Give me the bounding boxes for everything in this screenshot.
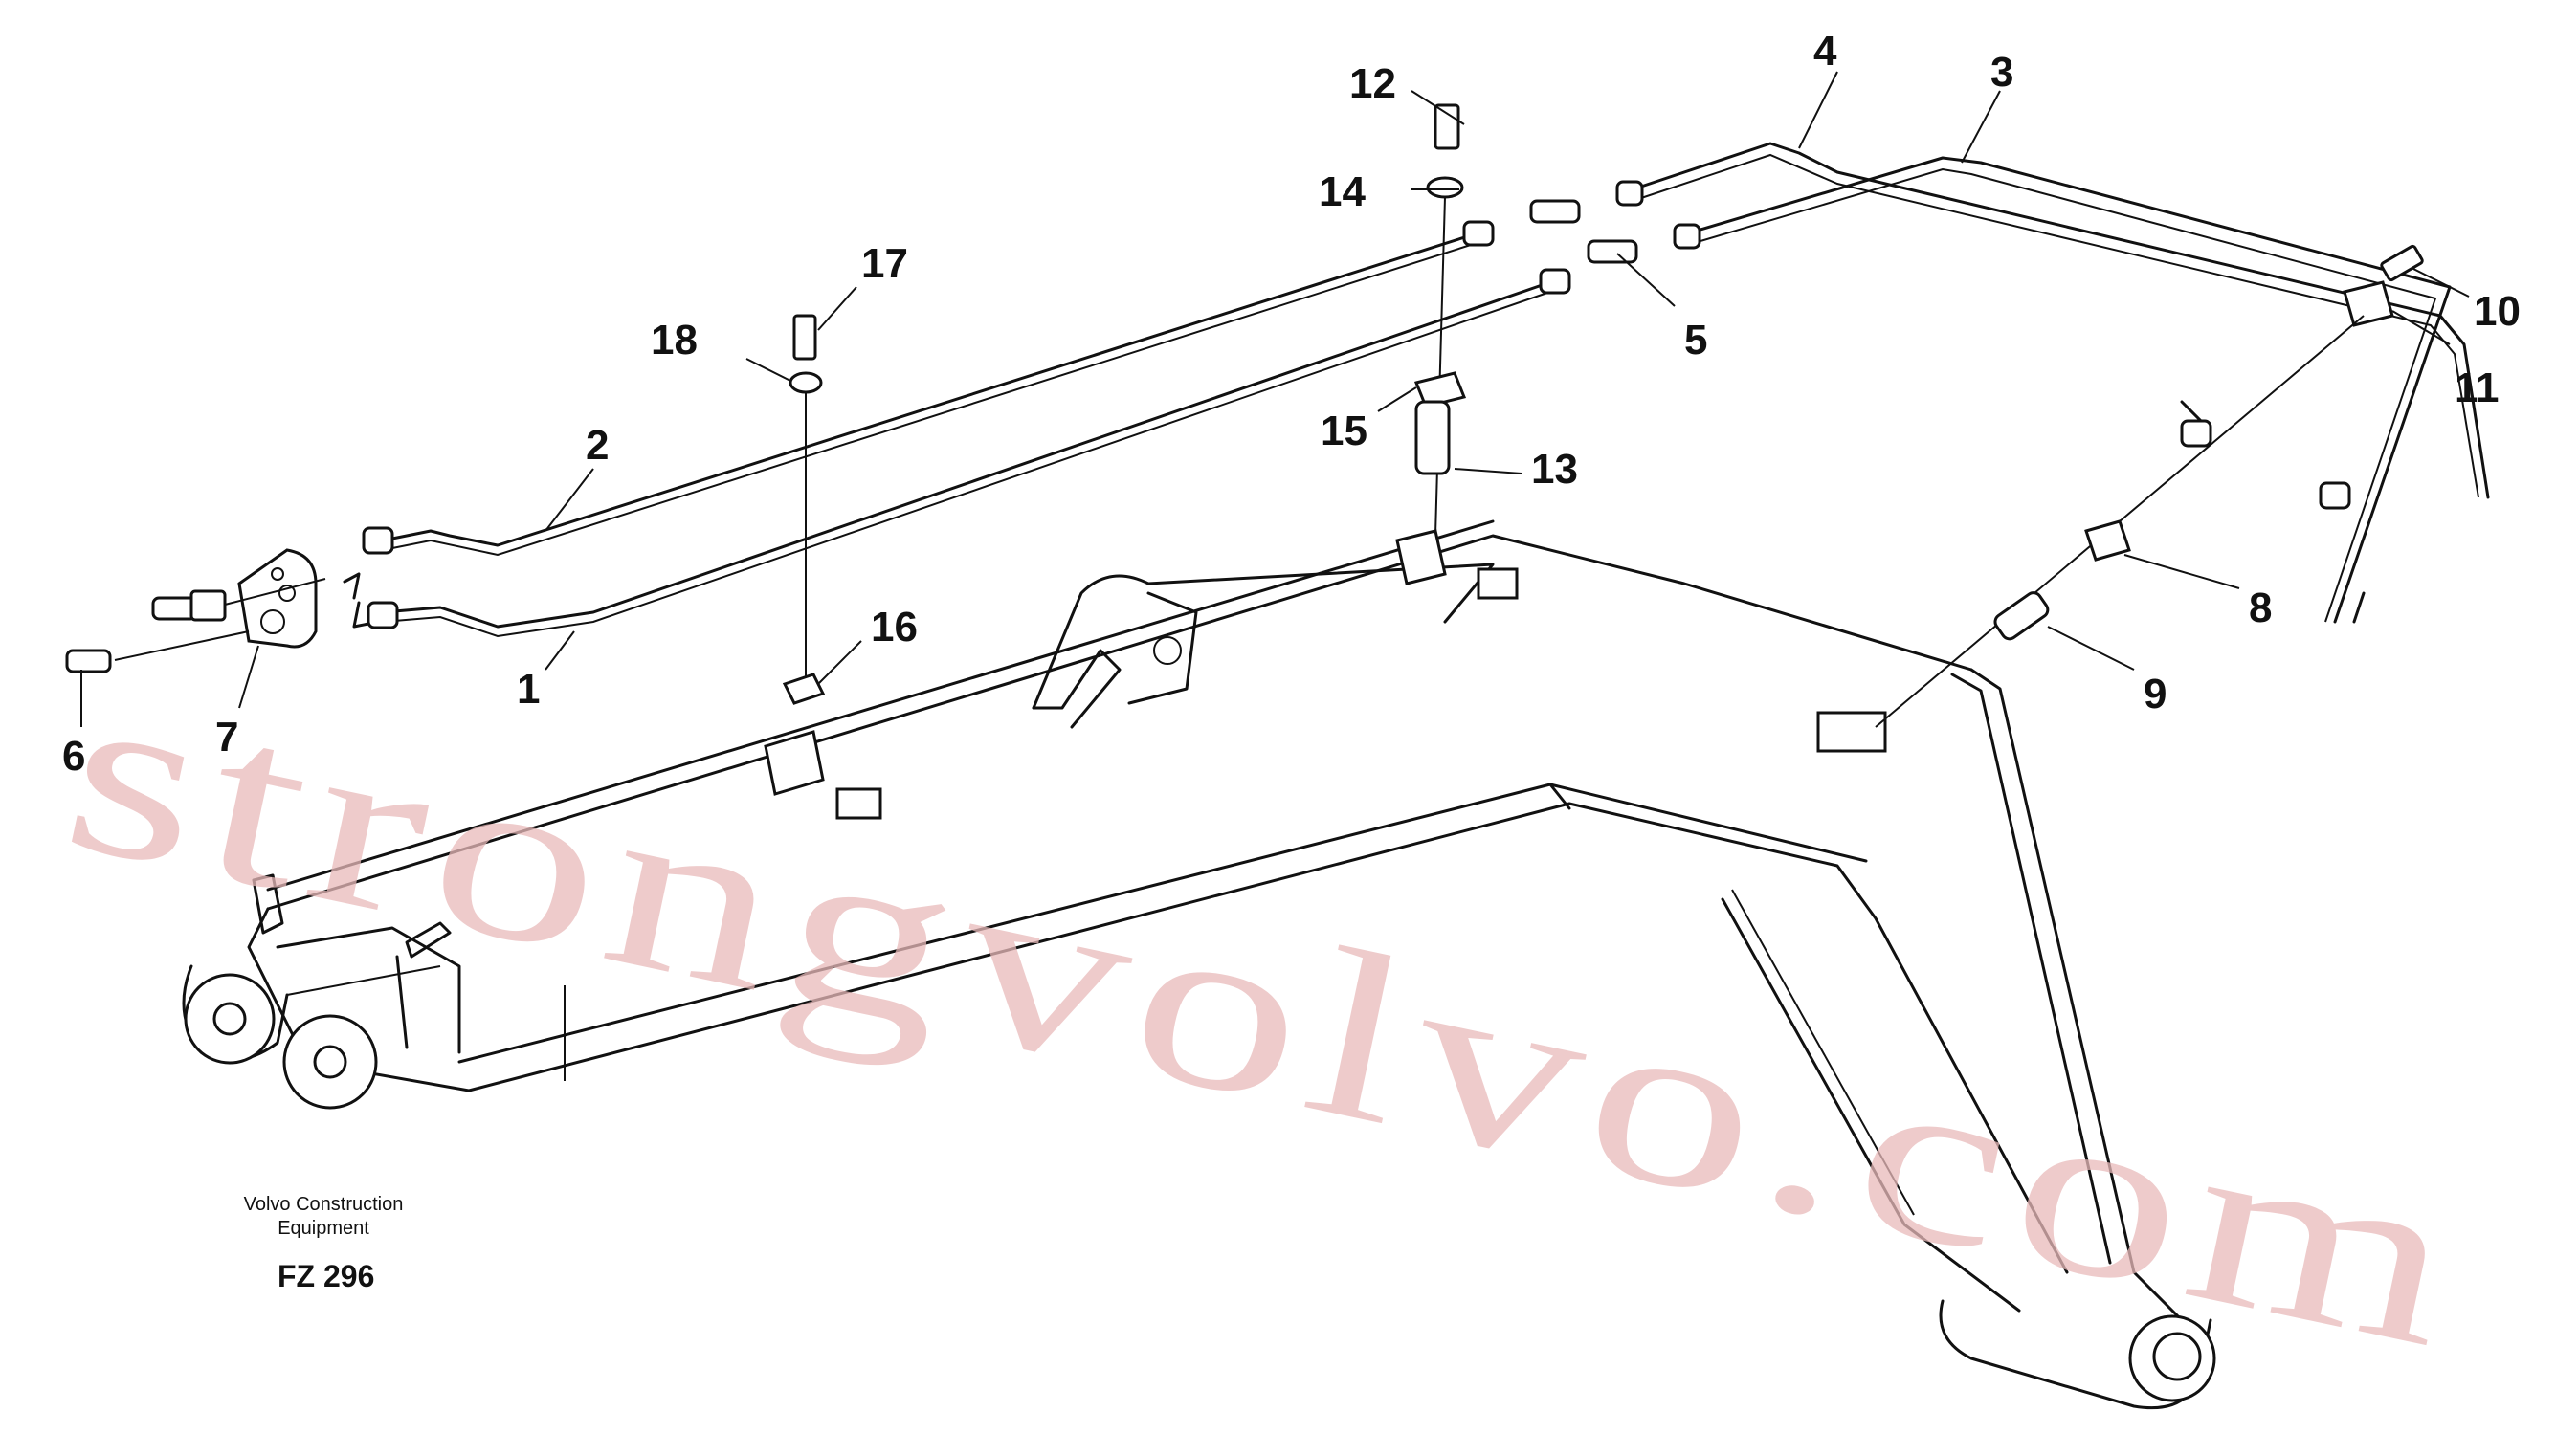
fitting-pipe3-rear <box>1673 223 1701 250</box>
boom-foot-pin-hole <box>2152 1332 2202 1381</box>
screw-10 <box>2380 244 2424 282</box>
figure-id: FZ 296 <box>278 1259 374 1293</box>
pipe-2 <box>381 232 1476 547</box>
callout-4: 4 <box>1813 28 1837 75</box>
figure-caption: Volvo Construction Equipment FZ 296 <box>244 1194 404 1293</box>
clamp-half-8 <box>2084 519 2131 562</box>
washer-18 <box>789 371 823 394</box>
spacer-9 <box>1993 591 2050 641</box>
callout-14: 14 <box>1319 168 1366 215</box>
clamp-block-front <box>1816 711 1887 753</box>
clamp-block-rear <box>835 787 882 820</box>
pipe-4 <box>1625 142 2490 499</box>
bracket-7 <box>237 548 318 649</box>
callout-9: 9 <box>2144 671 2167 717</box>
top-pad-block <box>1477 567 1519 600</box>
rear-pin-hole-left <box>212 1002 247 1036</box>
clamp-seat-rear <box>764 730 825 796</box>
washer-14 <box>1426 176 1464 199</box>
union-lower <box>1587 239 1638 264</box>
callout-17: 17 <box>861 240 908 287</box>
callout-12: 12 <box>1349 60 1396 107</box>
fitting-pipe1-end <box>367 601 399 629</box>
pipe-3 <box>1682 156 2452 624</box>
caption-company: Volvo Construction <box>244 1194 404 1215</box>
callout-11: 11 <box>2455 364 2500 411</box>
callout-labels: 1 2 3 4 5 6 7 8 9 10 11 12 13 14 15 16 1… <box>62 28 2521 780</box>
union-upper <box>1529 199 1581 224</box>
watermark-text: strongvolvo.com <box>47 634 2489 1401</box>
leader-lines <box>80 71 2470 727</box>
clamp-hardware <box>764 103 2424 796</box>
screw-17 <box>792 314 817 361</box>
bracket-pin-hole <box>1153 636 1182 665</box>
boom-assembly <box>182 519 2216 1410</box>
pipe-1 <box>381 280 1552 629</box>
nipple-6 <box>65 649 112 673</box>
fitting-pipe2-end <box>362 526 394 555</box>
callout-8: 8 <box>2249 585 2272 631</box>
screw-12 <box>1434 103 1460 150</box>
callout-3: 3 <box>1990 49 2013 96</box>
callout-10: 10 <box>2474 288 2521 335</box>
callout-18: 18 <box>651 317 698 364</box>
rear-pin-hole-right <box>313 1045 347 1079</box>
caption-subtitle: Equipment <box>278 1218 369 1239</box>
fitting-pipe2-front <box>1462 220 1495 247</box>
callout-15: 15 <box>1321 408 1367 454</box>
callout-16: 16 <box>871 604 918 651</box>
fitting-pipe4-rear <box>1615 180 1644 207</box>
fitting-pipe4-end <box>2319 481 2351 510</box>
clamp-seat-front <box>1395 529 1447 585</box>
callout-6: 6 <box>62 733 85 780</box>
fitting-pipe3-end <box>2180 419 2212 448</box>
adapter-upper <box>189 589 227 622</box>
callout-5: 5 <box>1684 317 1707 364</box>
nipple-upper <box>151 596 198 621</box>
callout-13: 13 <box>1531 446 1578 493</box>
clamp-half-11 <box>2343 280 2394 327</box>
clamp-half-15 <box>1413 371 1467 408</box>
callout-1: 1 <box>517 666 540 713</box>
pipe-routing <box>65 142 2490 673</box>
callout-7: 7 <box>215 714 238 761</box>
fitting-pipe1-front <box>1539 268 1571 295</box>
spacer-13 <box>1414 400 1451 475</box>
clamp-half-16 <box>782 673 826 705</box>
callout-2: 2 <box>586 422 609 469</box>
